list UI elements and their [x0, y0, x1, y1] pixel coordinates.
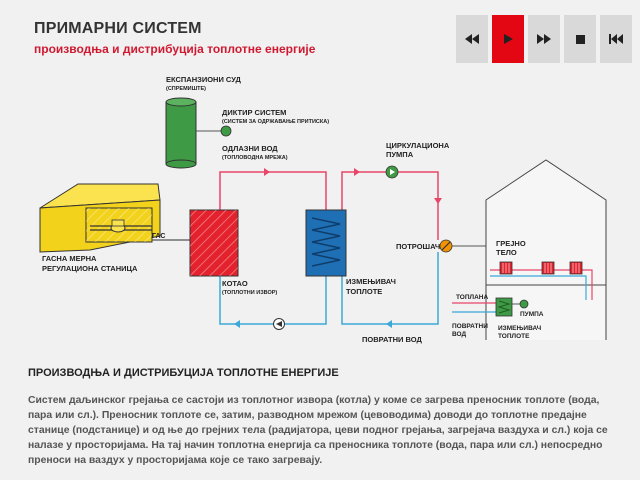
stop-button[interactable]	[564, 15, 596, 63]
house-return-label-line2: ВОД	[452, 331, 467, 338]
exchanger-label-line2: ТОПЛОТЕ	[346, 287, 382, 296]
skip-back-icon	[609, 34, 623, 44]
heater-label-line2: ТЕЛО	[496, 248, 517, 257]
exchanger-label-line1: ИЗМЕЊИВАЧ	[346, 277, 396, 286]
circulation-pump-label-line2: ПУМПА	[386, 150, 414, 159]
page-title: ПРИМАРНИ СИСТЕМ	[34, 20, 202, 37]
gas-station-label-line1: ГАСНА МЕРНА	[42, 254, 97, 263]
supply-line-label: ОДЛАЗНИ ВОД	[222, 144, 278, 153]
diktir-sublabel: (СИСТЕМ ЗА ОДРЖАВАЊЕ ПРИТИСКА)	[222, 119, 329, 125]
heating-system-diagram: ГАС ГАСНА МЕРНА РЕГУЛАЦИОНА СТАНИЦА ЕКСП…	[39, 75, 607, 344]
diktir-pump-icon	[220, 125, 232, 137]
expansion-tank-label: ЕКСПАНЗИОНИ СУД	[166, 75, 242, 84]
return-line-label: ПОВРАТНИ ВОД	[362, 335, 422, 344]
fast-forward-button[interactable]	[528, 15, 560, 63]
circulation-pump-label-line1: ЦИРКУЛАЦИОНА	[386, 141, 450, 150]
heater-label-line1: ГРЕЈНО	[496, 239, 526, 248]
house-return-label-line1: ПОВРАТНИ	[452, 323, 488, 330]
house-exchanger-label-line2: ТОПЛОТЕ	[498, 333, 530, 340]
boiler	[189, 209, 239, 277]
rewind-icon	[465, 34, 479, 44]
supply-line-sublabel: (ТОПЛОВОДНА МРЕЖА)	[222, 155, 288, 161]
playback-controls	[456, 15, 636, 63]
play-icon	[503, 34, 513, 44]
consumer-label: ПОТРОШАЧ	[396, 242, 440, 251]
supply-arrow-3	[434, 198, 442, 204]
boiler-label: КОТАО	[222, 279, 248, 288]
supply-arrow-1	[264, 168, 270, 176]
stop-icon	[575, 34, 585, 44]
expansion-tank	[165, 97, 197, 169]
boiler-sublabel: (ТОПЛОТНИ ИЗВОР)	[222, 290, 277, 296]
return-arrow-2	[386, 320, 392, 328]
gas-metering-station	[39, 183, 161, 253]
section-title: ПРОИЗВОДЊА И ДИСТРИБУЦИЈА ТОПЛОТНЕ ЕНЕРГ…	[28, 367, 339, 379]
page-subtitle: производња и дистрибуција топлотне енерг…	[34, 42, 316, 56]
fast-forward-icon	[537, 34, 551, 44]
house-pump-label: ПУМПА	[520, 311, 544, 318]
radiators	[499, 261, 583, 275]
section-description: Систем даљинског грејања се састоји из т…	[28, 395, 608, 466]
house-heating-loop	[490, 269, 593, 300]
supply-arrow-2	[354, 168, 360, 176]
play-button[interactable]	[492, 15, 524, 63]
house-substation	[452, 297, 529, 317]
gas-label: ГАС	[152, 233, 165, 240]
diktir-label: ДИКТИР СИСТЕМ	[222, 108, 286, 117]
return-arrow-1	[234, 320, 240, 328]
gas-station-label-line2: РЕГУЛАЦИОНА СТАНИЦА	[42, 264, 138, 273]
rewind-button[interactable]	[456, 15, 488, 63]
heat-exchanger	[305, 209, 347, 277]
house-exchanger-label-line1: ИЗМЕЊИВАЧ	[498, 325, 542, 332]
warm-line-label: ТОПЛАНА	[456, 294, 488, 301]
expansion-tank-sublabel: (СПРЕМИШТЕ)	[166, 86, 206, 92]
skip-to-start-button[interactable]	[600, 15, 632, 63]
